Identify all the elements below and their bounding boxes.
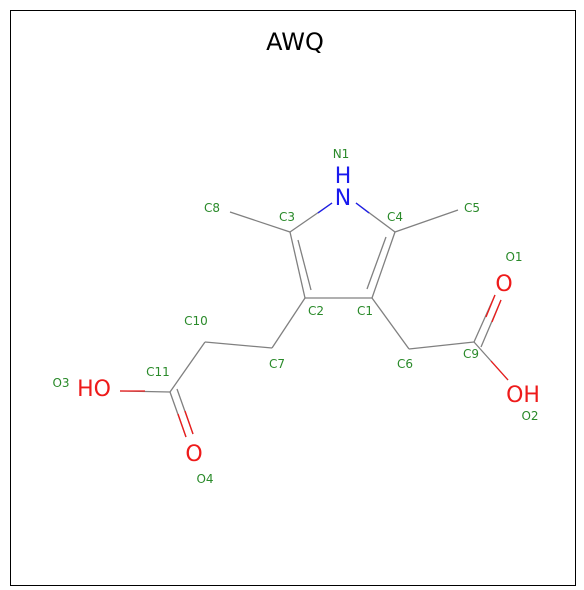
- atom-label-c6: C6: [397, 357, 413, 371]
- atom-o3-symbol: HO: [77, 377, 111, 402]
- bond-c1-c4: [371, 231, 396, 299]
- atom-label-n1: N1: [333, 147, 350, 161]
- bond-c1-c6: [371, 297, 410, 350]
- atom-label-o3: O3: [52, 376, 69, 390]
- bonds: [119, 202, 509, 438]
- atom-n1-hydrogen: H: [335, 164, 352, 189]
- atom-label-c5: C5: [464, 201, 480, 215]
- atom-label-o2: O2: [521, 409, 538, 423]
- bond-c1-c4-inner: [366, 236, 387, 290]
- atom-label-o1: O1: [505, 250, 522, 264]
- atom-label-c4: C4: [387, 210, 403, 224]
- bond-tint-o2: [490, 360, 509, 381]
- atom-o2-symbol: OH: [506, 383, 540, 408]
- bond-c3-c2: [289, 231, 306, 299]
- bond-tints: [120, 202, 509, 438]
- atom-label-c2: C2: [308, 304, 324, 318]
- bond-c7-c10: [204, 341, 273, 349]
- atom-label-c8: C8: [204, 201, 220, 215]
- atom-o4-symbol: O: [185, 442, 202, 467]
- bond-tint-o4-b: [184, 410, 194, 435]
- atom-label-c7: C7: [269, 357, 285, 371]
- viewer-border: [10, 10, 576, 586]
- bond-c4-c5: [394, 209, 459, 233]
- bond-tint-o1-b: [491, 299, 502, 323]
- bond-c10-c11: [169, 341, 206, 393]
- bond-c6-c9: [408, 341, 475, 350]
- atom-label-c3: C3: [279, 210, 295, 224]
- atom-label-c9: C9: [463, 347, 479, 361]
- atom-n1-symbol: N: [335, 186, 351, 211]
- bond-tint-n1-left: [317, 202, 333, 214]
- bond-tint-o4-a: [177, 413, 187, 438]
- atom-label-c11: C11: [146, 365, 170, 379]
- atom-label-o4: O4: [196, 472, 213, 486]
- bond-tint-n1-right: [355, 202, 370, 214]
- bond-c2-c7: [271, 297, 306, 349]
- atom-label-c1: C1: [357, 304, 373, 318]
- bond-tint-o1-a: [485, 294, 496, 318]
- bond-c3-c2-inner: [297, 239, 312, 291]
- atom-o1-symbol: O: [495, 272, 512, 297]
- atom-label-c10: C10: [184, 314, 208, 328]
- bond-c3-c8: [229, 211, 291, 233]
- molecule-title: AWQ: [266, 28, 324, 56]
